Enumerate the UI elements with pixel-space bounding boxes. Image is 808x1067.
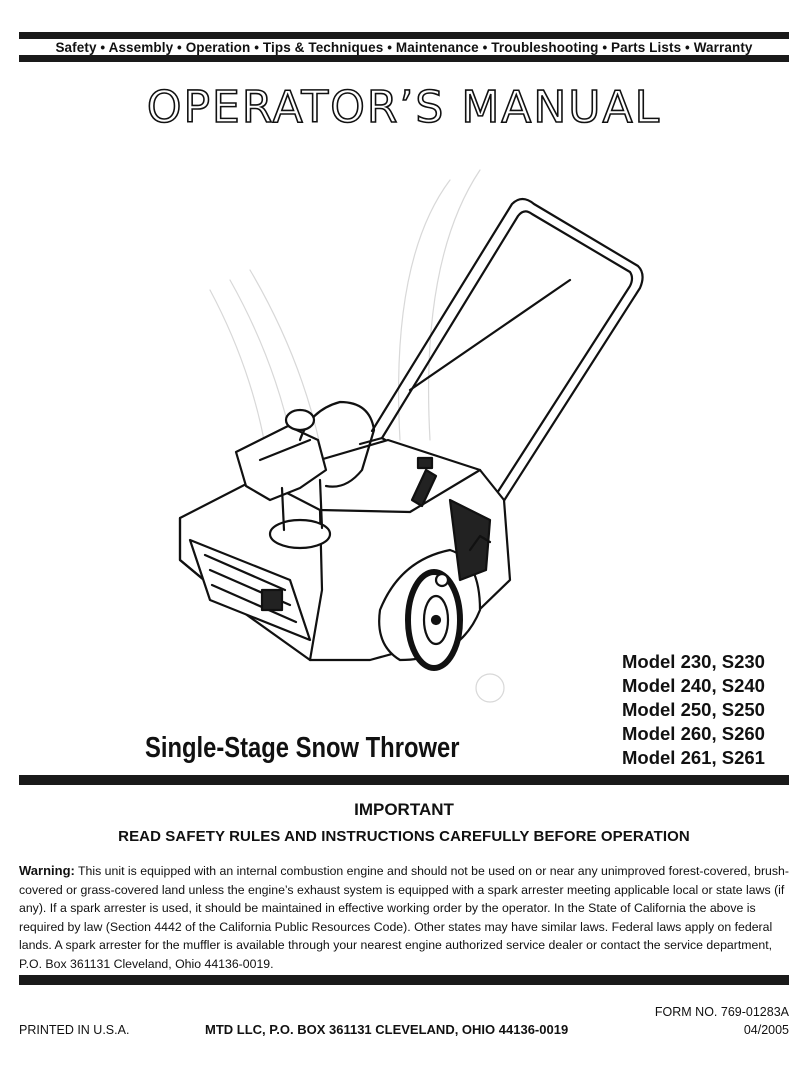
section-bar-text: Safety • Assembly • Operation • Tips & T… [55, 39, 753, 55]
warning-label: Warning: [19, 863, 75, 878]
warning-text: This unit is equipped with an internal c… [19, 864, 789, 971]
model-item: Model 260, S260 [622, 723, 765, 744]
section-bar: Safety • Assembly • Operation • Tips & T… [19, 32, 789, 62]
model-item: Model 250, S250 [622, 699, 765, 720]
divider-rule [19, 975, 789, 985]
divider-rule [19, 775, 789, 785]
model-item: Model 240, S240 [622, 675, 765, 696]
model-item: Model 261, S261 [622, 747, 765, 768]
manual-title: OPERATOR’S MANUAL [146, 81, 662, 134]
model-item: Model 230, S230 [622, 651, 765, 672]
form-date: 04/2005 [743, 1023, 789, 1037]
model-list: Model 230, S230 Model 240, S240 Model 25… [622, 650, 792, 770]
warning-paragraph: Warning: This unit is equipped with an i… [19, 862, 791, 974]
company-address: MTD LLC, P.O. BOX 361131 CLEVELAND, OHIO… [205, 1022, 569, 1037]
product-name: Single-Stage Snow Thrower [145, 732, 460, 764]
safety-subheading: READ SAFETY RULES AND INSTRUCTIONS CAREF… [118, 828, 690, 845]
printed-in: PRINTED IN U.S.A. [19, 1023, 130, 1037]
important-heading: IMPORTANT [354, 800, 454, 819]
form-number: FORM NO. 769-01283A [654, 1005, 789, 1019]
snow-thrower-illustration-icon [178, 169, 644, 703]
